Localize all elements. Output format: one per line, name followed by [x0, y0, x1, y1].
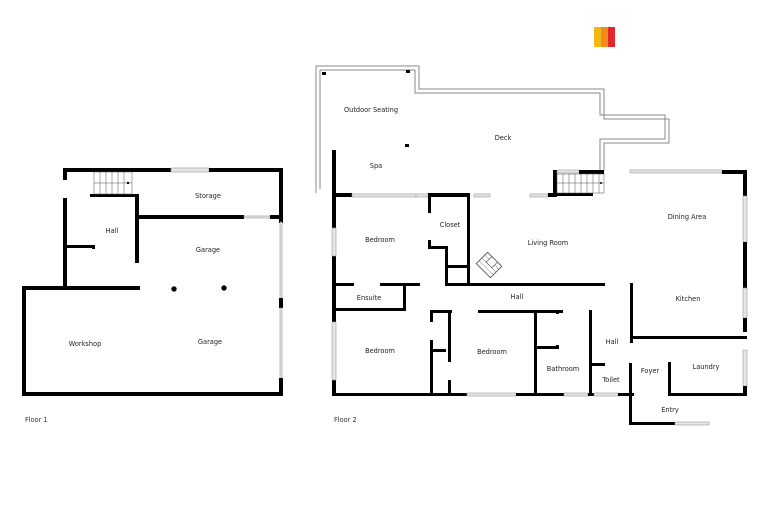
room-label-laundry: Laundry [693, 363, 720, 371]
fireplace-icon [475, 251, 503, 279]
floor2-room-labels: Outdoor Seating Deck Spa Bedroom Closet … [334, 106, 720, 424]
room-label-bedroom-2: Bedroom [365, 347, 395, 355]
floor2-staircase [556, 173, 605, 194]
logo-bar-orange [601, 27, 608, 47]
garage-post [171, 286, 177, 292]
room-label-living-room: Living Room [528, 239, 568, 247]
room-label-entry: Entry [661, 406, 679, 414]
room-label-toilet: Toilet [601, 376, 620, 384]
room-label-kitchen: Kitchen [676, 295, 701, 303]
brand-logo [594, 27, 615, 47]
floor2-plan [315, 65, 748, 426]
room-label-workshop: Workshop [69, 340, 102, 348]
room-label-bedroom-3: Bedroom [477, 348, 507, 356]
logo-bar-yellow [594, 27, 601, 47]
room-label-closet: Closet [440, 221, 461, 229]
room-label-foyer: Foyer [641, 367, 660, 375]
floor1-label: Floor 1 [25, 416, 48, 424]
floor1-plan [22, 167, 283, 396]
floor1-room-labels: Storage Hall Garage Workshop Garage Floo… [25, 192, 222, 424]
floor1-staircase [93, 171, 133, 195]
room-label-garage: Garage [196, 246, 220, 254]
logo-bar-red [608, 27, 615, 47]
room-label-garage-lower: Garage [198, 338, 222, 346]
room-label-ensuite: Ensuite [357, 294, 381, 302]
floor2-label: Floor 2 [334, 416, 357, 424]
room-label-dining-area: Dining Area [668, 213, 707, 221]
room-label-deck: Deck [495, 134, 512, 142]
room-label-hall: Hall [511, 293, 524, 301]
room-label-hall: Hall [106, 227, 119, 235]
garage-post [221, 285, 227, 291]
room-label-outdoor-seating: Outdoor Seating [344, 106, 398, 114]
room-label-bathroom: Bathroom [547, 365, 579, 373]
room-label-storage: Storage [195, 192, 221, 200]
room-label-hall-2: Hall [606, 338, 619, 346]
room-label-spa: Spa [370, 162, 382, 170]
room-label-bedroom-main: Bedroom [365, 236, 395, 244]
